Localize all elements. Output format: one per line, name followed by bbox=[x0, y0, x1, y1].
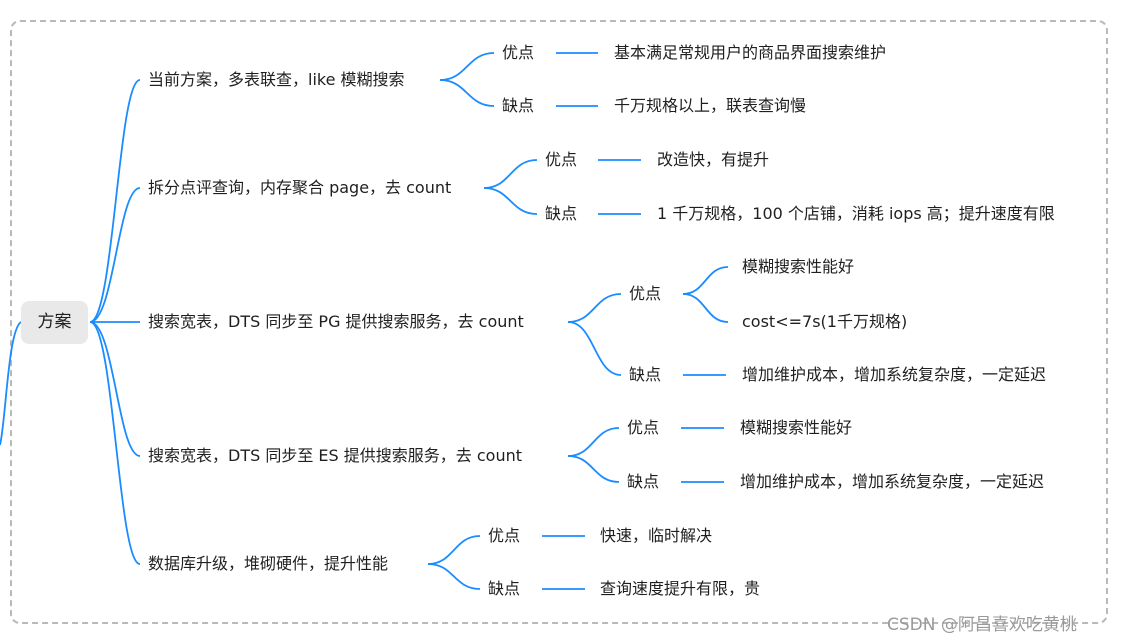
branch-4-pros-label[interactable]: 优点 bbox=[488, 526, 521, 545]
branch-3-pro-0[interactable]: 模糊搜索性能好 bbox=[740, 418, 853, 437]
branch-4-to-cons-edge bbox=[427, 563, 481, 590]
branch-1-label[interactable]: 拆分点评查询，内存聚合 page，去 count bbox=[148, 178, 452, 197]
branch-4-con-0[interactable]: 查询速度提升有限，贵 bbox=[600, 579, 761, 598]
branch-0-to-pros-edge bbox=[439, 52, 495, 81]
branch-0-con-0[interactable]: 千万规格以上，联表查询慢 bbox=[614, 96, 807, 115]
branch-1-pro-0[interactable]: 改造快，有提升 bbox=[657, 150, 770, 169]
branch-2-pro-1[interactable]: cost<=7s(1千万规格) bbox=[742, 312, 908, 331]
root-to-branch-0-edge bbox=[89, 79, 141, 323]
branch-1-to-cons-edge bbox=[483, 187, 538, 215]
branch-4-to-pros-edge bbox=[427, 535, 481, 565]
watermark: CSDN @阿昌喜欢吃黄桃 bbox=[887, 615, 1077, 635]
branch-2-pro-0[interactable]: 模糊搜索性能好 bbox=[742, 257, 855, 276]
branch-3-to-pros-edge bbox=[567, 427, 620, 457]
branch-1-pros-label[interactable]: 优点 bbox=[545, 150, 578, 169]
branch-3-con-0[interactable]: 增加维护成本，增加系统复杂度，一定延迟 bbox=[740, 472, 1045, 491]
branch-3-pros-label[interactable]: 优点 bbox=[627, 418, 660, 437]
branch-3-label[interactable]: 搜索宽表，DTS 同步至 ES 提供搜索服务，去 count bbox=[148, 446, 523, 465]
branch-1-con-0[interactable]: 1 千万规格，100 个店铺，消耗 iops 高；提升速度有限 bbox=[657, 204, 1055, 223]
canvas-frame bbox=[10, 20, 1108, 624]
branch-0-pro-0[interactable]: 基本满足常规用户的商品界面搜索维护 bbox=[614, 43, 887, 62]
branch-0-to-cons-edge bbox=[439, 79, 495, 107]
root-to-branch-4-edge bbox=[89, 321, 141, 565]
branch-1-cons-label[interactable]: 缺点 bbox=[545, 204, 578, 223]
branch-2-to-pros-edge bbox=[567, 293, 622, 323]
branch-0-label[interactable]: 当前方案，多表联查，like 模糊搜索 bbox=[148, 70, 405, 89]
branch-0-pros-label[interactable]: 优点 bbox=[502, 43, 535, 62]
branch-2-con-0[interactable]: 增加维护成本，增加系统复杂度，一定延迟 bbox=[742, 365, 1047, 384]
branch-0-cons-label[interactable]: 缺点 bbox=[502, 96, 535, 115]
root-to-branch-1-edge bbox=[89, 187, 141, 323]
branch-4-label[interactable]: 数据库升级，堆砌硬件，提升性能 bbox=[148, 554, 389, 573]
branch-2-label[interactable]: 搜索宽表，DTS 同步至 PG 提供搜索服务，去 count bbox=[148, 312, 524, 331]
branch-4-pro-0[interactable]: 快速，临时解决 bbox=[600, 526, 713, 545]
branch-2-cons-label[interactable]: 缺点 bbox=[629, 365, 662, 384]
branch-2-pros-leaf-1-edge bbox=[682, 293, 729, 323]
branch-2-pros-label[interactable]: 优点 bbox=[629, 284, 662, 303]
root-incoming-edge bbox=[0, 321, 22, 446]
root-node[interactable]: 方案 bbox=[21, 301, 88, 344]
root-to-branch-3-edge bbox=[89, 321, 141, 457]
branch-2-to-cons-edge bbox=[567, 321, 622, 376]
branch-2-pros-leaf-0-edge bbox=[682, 266, 729, 295]
branch-4-cons-label[interactable]: 缺点 bbox=[488, 579, 521, 598]
branch-1-to-pros-edge bbox=[483, 159, 538, 189]
branch-3-to-cons-edge bbox=[567, 455, 620, 483]
branch-3-cons-label[interactable]: 缺点 bbox=[627, 472, 660, 491]
